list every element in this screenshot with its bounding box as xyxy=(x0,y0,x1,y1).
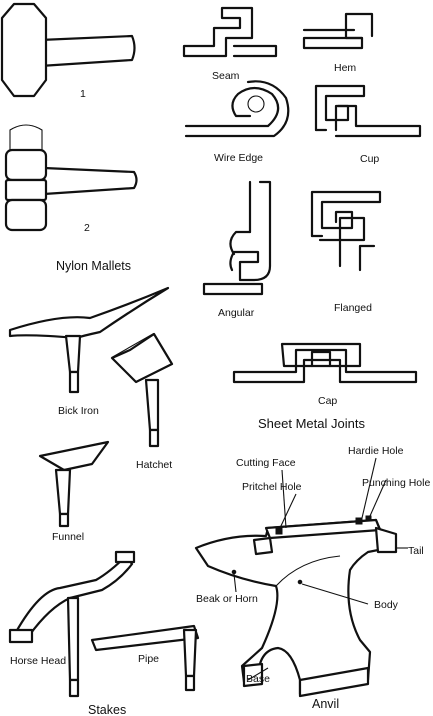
hatchet-stake xyxy=(110,332,174,448)
hem-joint xyxy=(302,12,374,50)
bick-iron-stake xyxy=(8,286,170,394)
seam-joint xyxy=(182,6,278,58)
mallet-2-number: 2 xyxy=(84,222,90,234)
hardie-hole-label: Hardie Hole xyxy=(348,445,404,457)
beak-or-horn-label: Beak or Horn xyxy=(196,593,258,605)
wire-edge-label: Wire Edge xyxy=(214,152,263,164)
hem-label: Hem xyxy=(334,62,356,74)
cap-label: Cap xyxy=(318,395,337,407)
horse-head-label: Horse Head xyxy=(10,655,66,667)
horse-head-stake xyxy=(8,550,136,698)
base-label: Base xyxy=(246,673,270,685)
hatchet-label: Hatchet xyxy=(136,459,172,471)
body-label: Body xyxy=(374,599,399,611)
cutting-face-label: Cutting Face xyxy=(236,457,296,469)
nylon-mallets-caption: Nylon Mallets xyxy=(56,259,131,273)
mallet-1-number: 1 xyxy=(80,88,86,100)
angular-label: Angular xyxy=(218,307,255,319)
stakes-caption: Stakes xyxy=(88,703,126,716)
bick-iron-label: Bick Iron xyxy=(58,405,99,417)
cup-label: Cup xyxy=(360,153,379,165)
angular-joint xyxy=(202,180,272,296)
tail-label: Tail xyxy=(408,545,424,557)
funnel-stake xyxy=(38,440,110,528)
anvil-drawing xyxy=(194,515,398,698)
anvil-caption: Anvil xyxy=(312,697,339,711)
cup-joint xyxy=(314,84,422,138)
pipe-stake xyxy=(90,624,200,692)
funnel-label: Funnel xyxy=(52,531,84,543)
nylon-mallet-1 xyxy=(0,2,136,98)
nylon-mallet-2 xyxy=(4,124,138,232)
pipe-label: Pipe xyxy=(138,653,159,665)
wire-edge-joint xyxy=(184,80,290,138)
sheet-metal-joints-caption: Sheet Metal Joints xyxy=(258,416,365,431)
cap-joint xyxy=(232,342,418,384)
pritchel-hole-label: Pritchel Hole xyxy=(242,481,302,493)
flanged-joint xyxy=(310,190,382,272)
flanged-label: Flanged xyxy=(334,302,372,314)
punching-hole-label: Punching Hole xyxy=(362,477,430,489)
seam-label: Seam xyxy=(212,70,240,82)
